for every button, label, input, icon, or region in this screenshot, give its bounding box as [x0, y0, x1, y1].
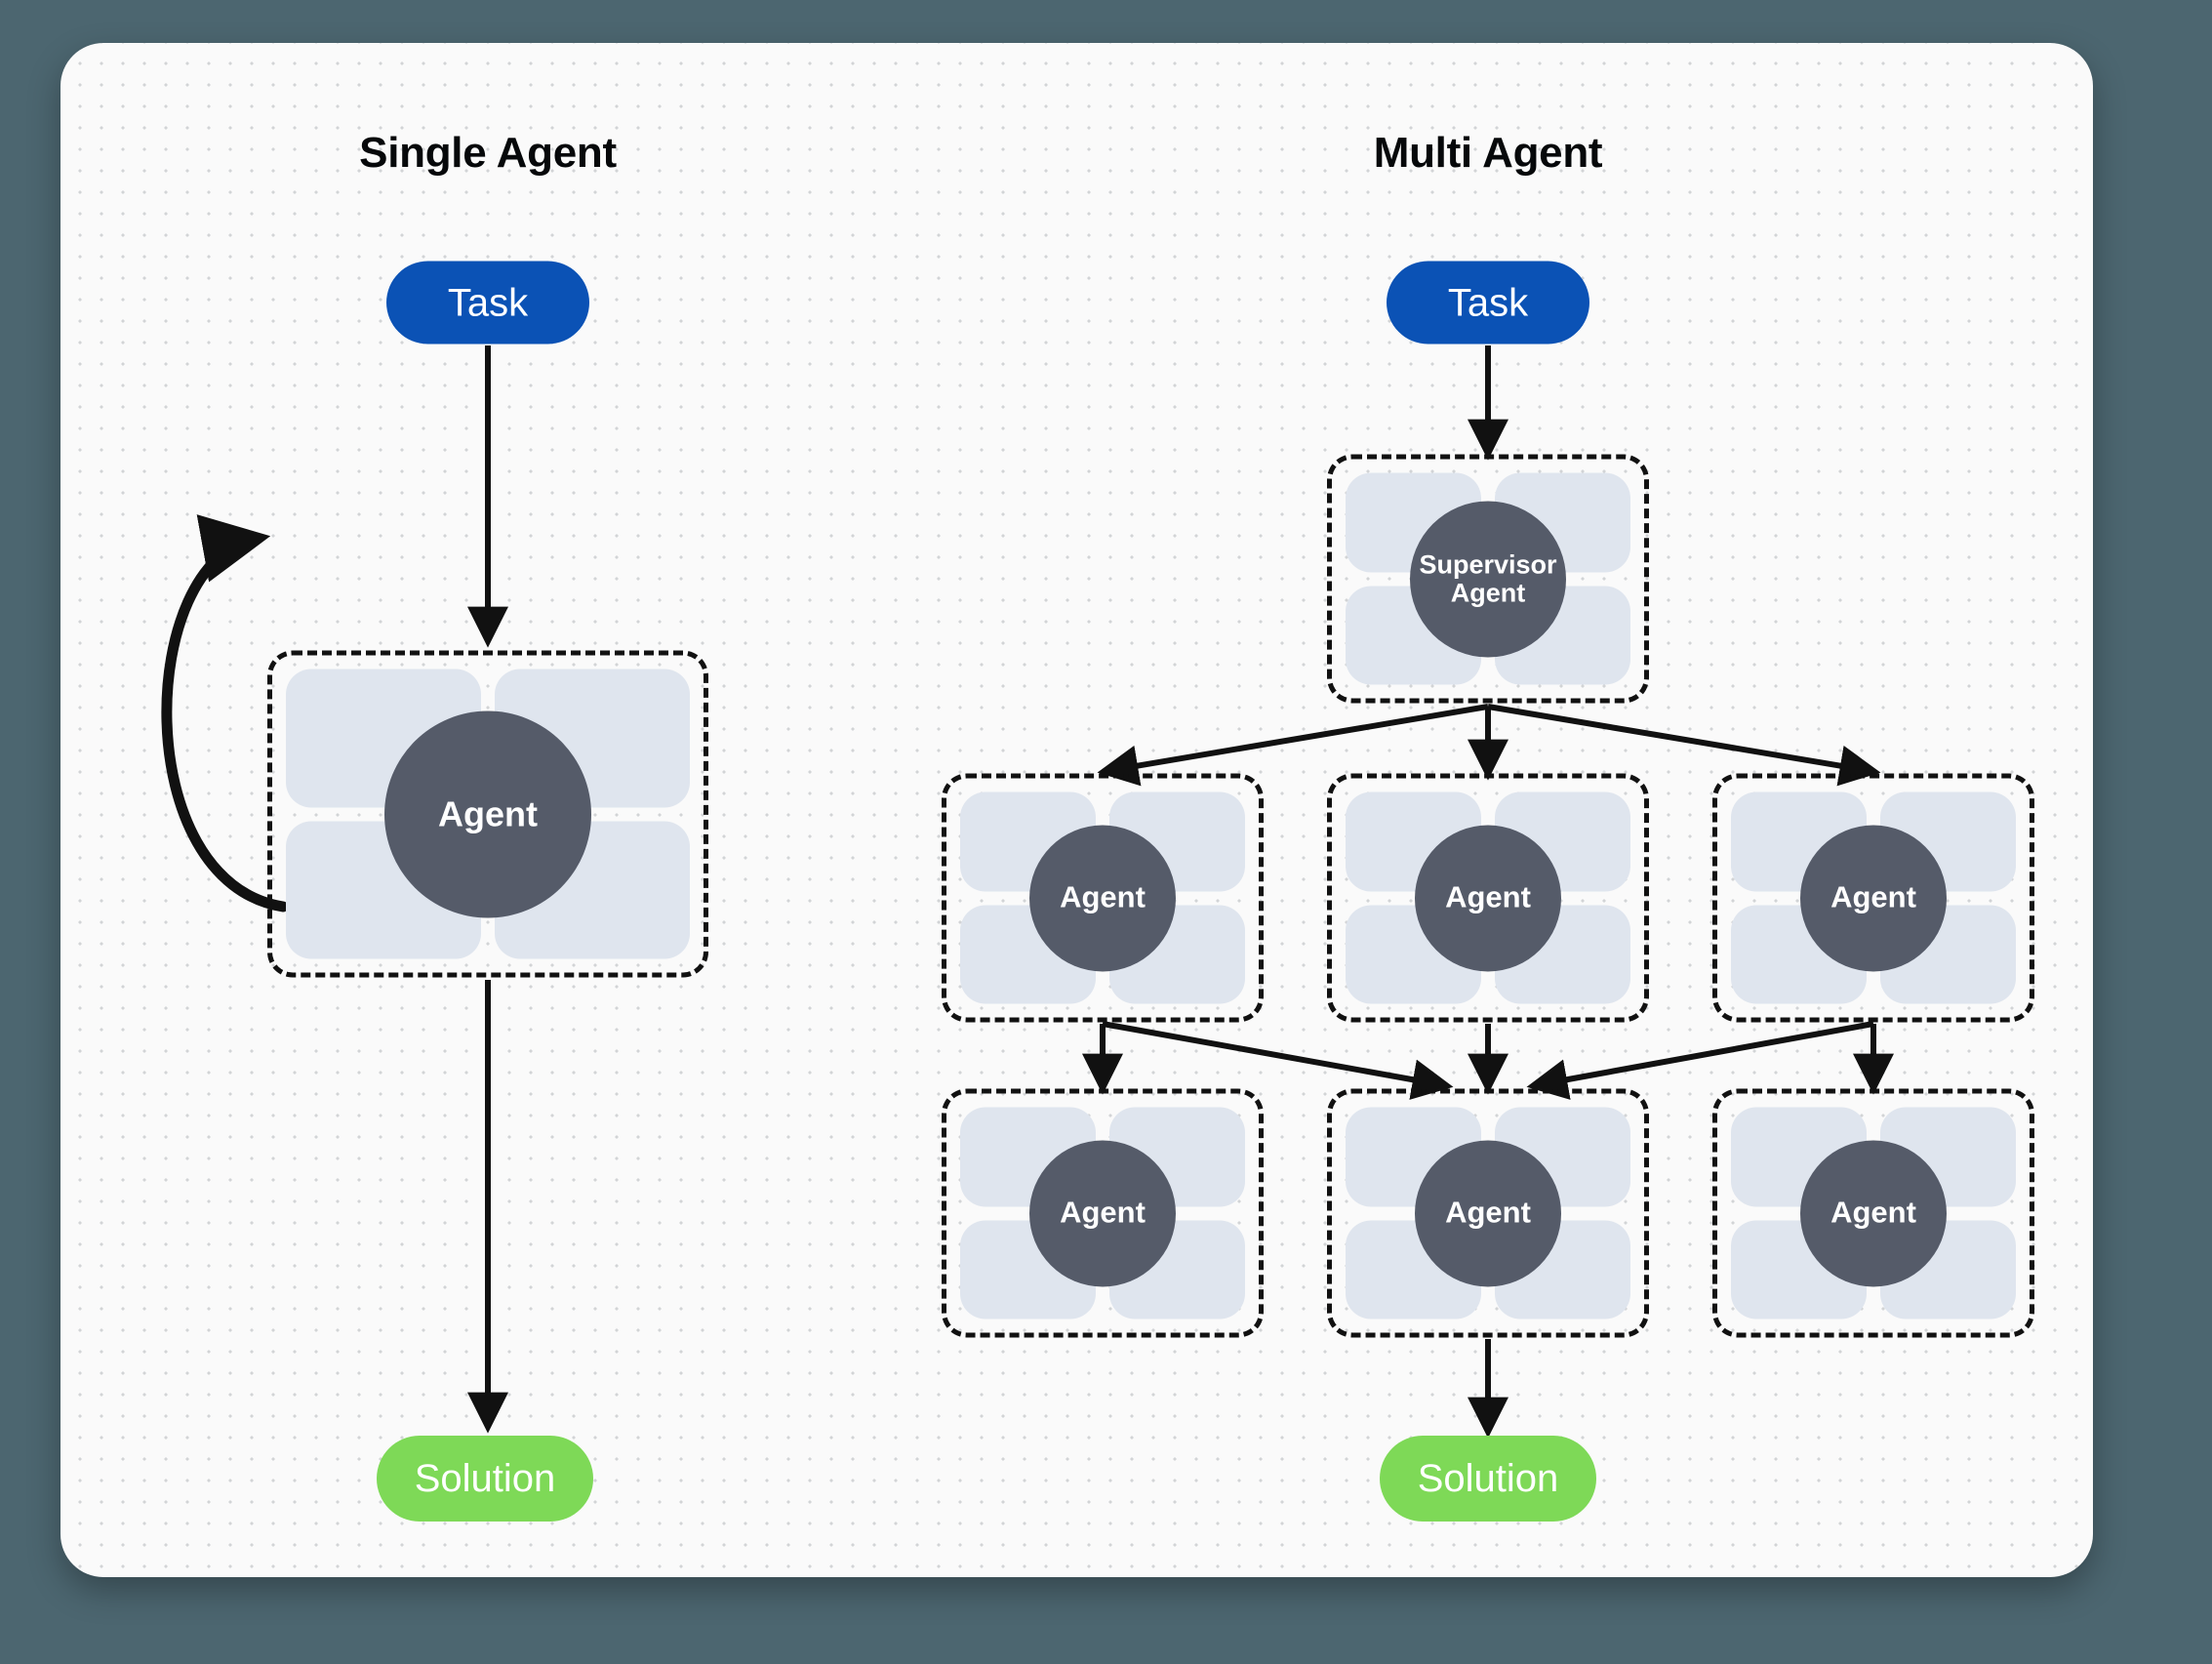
agent-label: Agent — [1060, 1195, 1146, 1230]
agent-label: Agent — [1830, 879, 1916, 914]
diagram-card: Single Agent Multi Agent Task Agent Solu… — [60, 43, 2093, 1577]
edge-supervisor-to-agent-left — [1097, 704, 1489, 787]
supervisor-agent-core: Supervisor Agent — [1410, 501, 1566, 657]
multi-agent-block-row1-col1[interactable]: Agent — [942, 773, 1264, 1023]
single-task-node[interactable]: Task — [386, 261, 589, 345]
single-solution-node[interactable]: Solution — [377, 1436, 593, 1522]
single-agent-block[interactable]: Agent — [267, 650, 708, 978]
agent-core-row2-col3: Agent — [1800, 1140, 1947, 1286]
agent-core-row2-col1: Agent — [1029, 1140, 1176, 1286]
connector-layer — [161, 345, 1894, 1439]
agent-core-row2-col2: Agent — [1415, 1140, 1561, 1286]
agent-label: Agent — [1445, 879, 1531, 914]
supervisor-label-line1: Supervisor — [1419, 549, 1557, 580]
multi-solution-node[interactable]: Solution — [1380, 1436, 1596, 1522]
multi-agent-block-row2-col2[interactable]: Agent — [1327, 1088, 1649, 1338]
single-agent-label: Agent — [438, 793, 538, 834]
column-title-multi-agent: Multi Agent — [1373, 129, 1603, 177]
multi-agent-block-row1-col2[interactable]: Agent — [1327, 773, 1649, 1023]
supervisor-agent-block[interactable]: Supervisor Agent — [1327, 454, 1649, 704]
multi-agent-block-row1-col3[interactable]: Agent — [1712, 773, 2034, 1023]
column-title-single-agent: Single Agent — [359, 129, 617, 177]
supervisor-label-line2: Agent — [1450, 578, 1526, 607]
agent-label: Agent — [1060, 879, 1146, 914]
edge-agent-self-loop — [161, 514, 289, 913]
agent-core-row1-col3: Agent — [1800, 825, 1947, 971]
agent-label: Agent — [1830, 1195, 1916, 1230]
edge-row1-left-to-center — [1102, 1021, 1454, 1100]
agent-label: Agent — [1445, 1195, 1531, 1230]
multi-agent-block-row2-col3[interactable]: Agent — [1712, 1088, 2034, 1338]
single-agent-core: Agent — [384, 710, 591, 917]
agent-core-row1-col1: Agent — [1029, 825, 1176, 971]
multi-task-node[interactable]: Task — [1387, 261, 1589, 345]
edge-supervisor-to-agent-right — [1487, 704, 1881, 787]
multi-agent-block-row2-col1[interactable]: Agent — [942, 1088, 1264, 1338]
agent-core-row1-col2: Agent — [1415, 825, 1561, 971]
edge-row1-right-to-center — [1526, 1021, 1874, 1100]
